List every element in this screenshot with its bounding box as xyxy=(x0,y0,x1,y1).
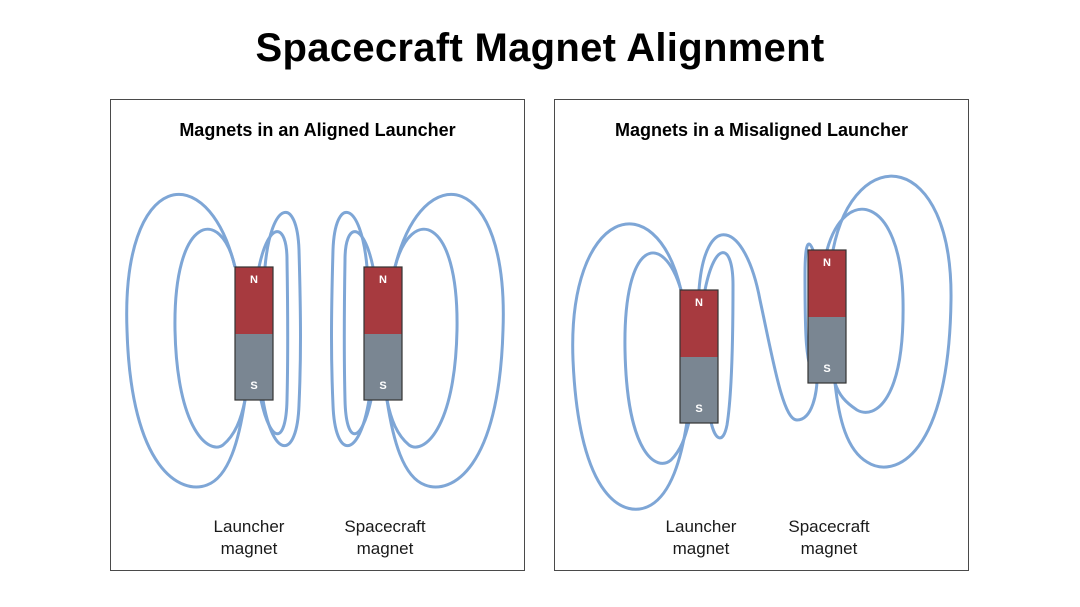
magnet-outline xyxy=(807,249,847,384)
caption-line: magnet xyxy=(356,539,414,558)
caption-line: Launcher xyxy=(213,517,285,536)
spacecraft-magnet-caption: Spacecraft magnet xyxy=(315,516,455,560)
aligned-launcher-panel: Magnets in an Aligned Launcher N S N S L xyxy=(110,99,525,571)
caption-line: Spacecraft xyxy=(788,517,870,536)
misaligned-launcher-panel: Magnets in a Misaligned Launcher N S N S xyxy=(554,99,969,571)
south-pole xyxy=(680,357,718,423)
spacecraft-magnet-caption: Spacecraft magnet xyxy=(759,516,899,560)
magnet-outline xyxy=(363,266,403,401)
field-line xyxy=(571,222,689,511)
north-pole xyxy=(808,250,846,317)
caption-line: Launcher xyxy=(665,517,737,536)
field-line xyxy=(703,251,735,440)
south-label: S xyxy=(250,380,257,392)
field-line xyxy=(261,210,302,448)
panel-title-misaligned: Magnets in a Misaligned Launcher xyxy=(614,120,909,140)
south-label: S xyxy=(823,363,830,375)
south-pole xyxy=(235,334,273,400)
north-label: N xyxy=(250,274,258,286)
page-title: Spacecraft Magnet Alignment xyxy=(255,26,825,70)
launcher-magnet: N S xyxy=(234,266,274,401)
panel-title-aligned: Magnets in an Aligned Launcher xyxy=(179,120,456,140)
field-line xyxy=(125,193,247,489)
magnet-outline xyxy=(679,289,719,424)
aligned-diagram: N S N S xyxy=(125,193,505,489)
caption-line: magnet xyxy=(800,539,858,558)
field-line xyxy=(330,210,371,448)
north-label: N xyxy=(823,257,831,269)
launcher-magnet-caption: Launcher magnet xyxy=(631,516,771,560)
north-pole xyxy=(364,267,402,334)
magnet-outline xyxy=(234,266,274,401)
spacecraft-magnet: N S xyxy=(807,249,847,384)
caption-line: Spacecraft xyxy=(344,517,426,536)
field-line xyxy=(173,227,247,449)
caption-line: magnet xyxy=(220,539,278,558)
north-label: N xyxy=(695,297,703,309)
spacecraft-magnet: N S xyxy=(363,266,403,401)
field-line xyxy=(257,230,290,435)
caption-line: magnet xyxy=(672,539,730,558)
field-line xyxy=(623,251,691,465)
field-line xyxy=(342,230,375,435)
north-pole xyxy=(680,290,718,357)
field-line xyxy=(831,174,953,469)
misaligned-diagram: N S N S xyxy=(571,174,953,511)
field-line xyxy=(385,193,505,489)
south-pole xyxy=(808,317,846,383)
south-label: S xyxy=(379,380,386,392)
south-pole xyxy=(364,334,402,400)
north-label: N xyxy=(379,274,387,286)
field-line xyxy=(697,233,819,422)
launcher-magnet-caption: Launcher magnet xyxy=(179,516,319,560)
north-pole xyxy=(235,267,273,334)
launcher-magnet: N S xyxy=(679,289,719,424)
field-line xyxy=(385,227,459,449)
field-line xyxy=(825,207,905,414)
south-label: S xyxy=(695,403,702,415)
